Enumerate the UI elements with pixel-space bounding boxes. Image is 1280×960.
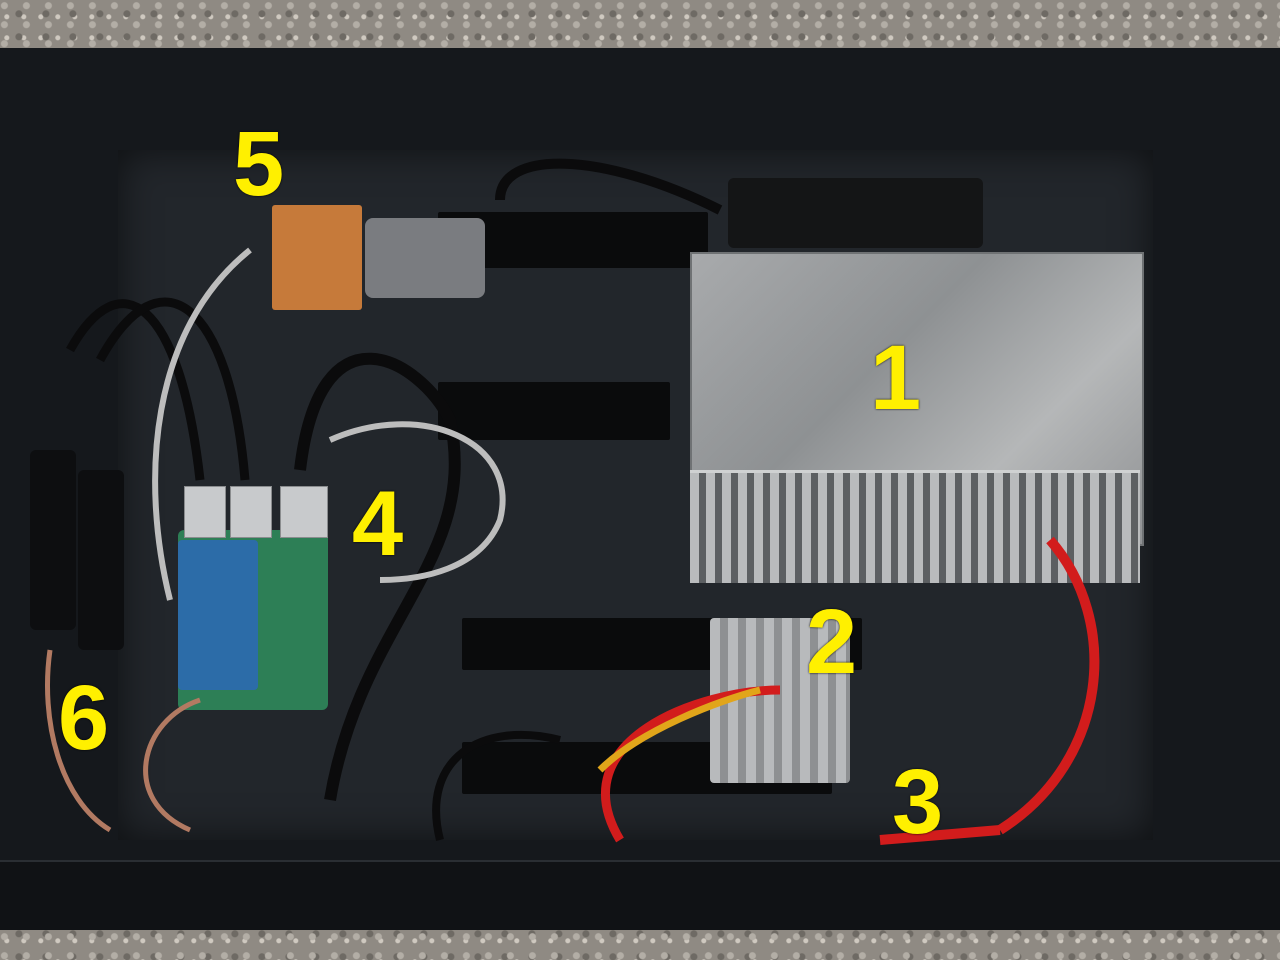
label-1: 1 bbox=[870, 327, 922, 429]
db9-connector bbox=[365, 218, 485, 298]
label-3: 3 bbox=[892, 751, 944, 853]
velcro-strip bbox=[438, 382, 670, 440]
usb-port bbox=[184, 486, 226, 538]
usb-port bbox=[230, 486, 272, 538]
label-2: 2 bbox=[806, 591, 858, 693]
radio-heatsink bbox=[690, 470, 1140, 583]
label-4: 4 bbox=[352, 473, 404, 575]
sdr-dongle bbox=[78, 470, 124, 650]
radio-control-box bbox=[728, 178, 983, 248]
sdr-dongle bbox=[30, 450, 76, 630]
label-5: 5 bbox=[233, 113, 285, 215]
enclosure-front-panel bbox=[0, 860, 1280, 930]
ethernet-port bbox=[280, 486, 328, 538]
hat-board bbox=[178, 540, 258, 690]
interface-board bbox=[272, 205, 362, 310]
label-6: 6 bbox=[58, 667, 110, 769]
